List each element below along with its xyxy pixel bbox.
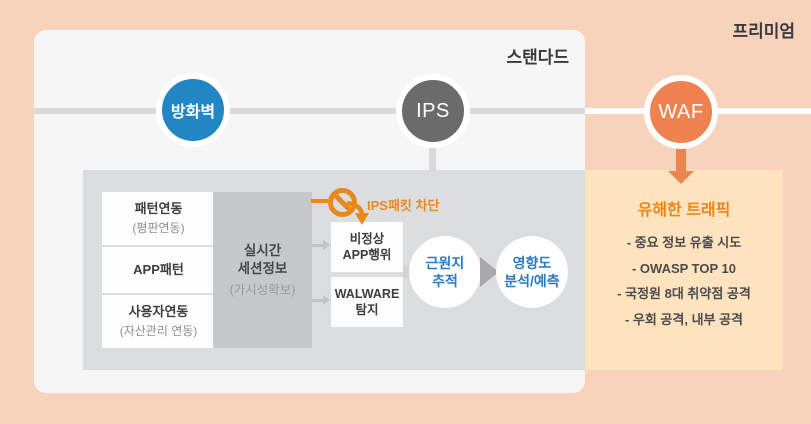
packet-block-label: IPS패킷 차단 — [367, 198, 440, 213]
waf-down-arrow-shaft — [676, 147, 686, 173]
input-box-pattern: 패턴연동 (평판연동) — [102, 192, 226, 245]
harmful-traffic-list: - 중요 정보 유출 시도 - OWASP TOP 10 - 국정원 8대 취약… — [585, 230, 783, 332]
ips-connector-line — [429, 145, 436, 171]
list-item: - OWASP TOP 10 — [631, 260, 737, 276]
session-subtitle: (가시성확보) — [229, 283, 296, 298]
input-box-title: 패턴연동 — [134, 201, 183, 217]
waf-down-arrow-icon — [668, 171, 694, 184]
session-info-block: 실시간 세션정보 (가시성확보) — [213, 192, 312, 348]
harmful-traffic-title: 유해한 트래픽 — [637, 202, 731, 219]
input-box-subtitle: (자산관리 연동) — [119, 323, 198, 338]
ips-node: IPS — [396, 74, 470, 148]
waf-detail-panel — [585, 170, 783, 370]
detection-line2: APP행위 — [342, 248, 392, 262]
session-title-line2: 세션정보 — [237, 260, 288, 276]
arrow-head — [323, 295, 330, 305]
arrow-to-abnormal-icon — [311, 240, 330, 251]
arrow-shaft — [311, 299, 324, 302]
detection-box-abnormal-app: 비정상 APP행위 — [331, 222, 403, 272]
impact-analysis-circle: 영향도 분석/예측 — [496, 236, 568, 308]
input-box-title: APP패턴 — [133, 261, 184, 277]
list-item: - 국정원 8대 취약점 공격 — [617, 286, 751, 301]
detection-line1: 비정상 — [349, 231, 385, 246]
input-box-app-pattern: APP패턴 — [102, 247, 226, 293]
trace-origin-circle: 근원지 추적 — [409, 236, 481, 308]
arrow-shaft — [311, 244, 324, 247]
network-line-gray — [34, 108, 585, 114]
list-item: - 우회 공격, 내부 공격 — [624, 311, 744, 327]
impact-line1: 영향도 — [512, 254, 552, 271]
trace-to-impact-arrow-icon — [480, 257, 499, 287]
trace-line1: 근원지 — [425, 254, 465, 271]
firewall-node: 방화벽 — [156, 73, 230, 147]
detection-line2: 탐지 — [355, 303, 379, 317]
arrow-head — [323, 240, 330, 250]
list-item: - 중요 정보 유출 시도 — [626, 235, 742, 250]
arrow-to-malware-icon — [311, 295, 330, 306]
detection-line1: WALWARE — [334, 286, 400, 301]
session-title: 실시간 세션정보 — [238, 242, 288, 277]
input-box-user: 사용자연동 (자산관리 연동) — [102, 295, 226, 348]
detection-box-malware: WALWARE 탐지 — [331, 277, 403, 327]
packet-block-connector — [311, 199, 328, 203]
input-box-title: 사용자연동 — [128, 304, 189, 320]
no-entry-icon — [328, 188, 357, 217]
impact-line2: 분석/예측 — [504, 273, 560, 289]
premium-label: 프리미엄 — [732, 22, 795, 41]
session-title-line1: 실시간 — [243, 242, 282, 258]
input-box-subtitle: (평판연동) — [132, 220, 185, 235]
trace-line2: 추적 — [432, 273, 458, 289]
waf-node: WAF — [644, 75, 718, 149]
standard-label: 스탠다드 — [506, 48, 569, 67]
